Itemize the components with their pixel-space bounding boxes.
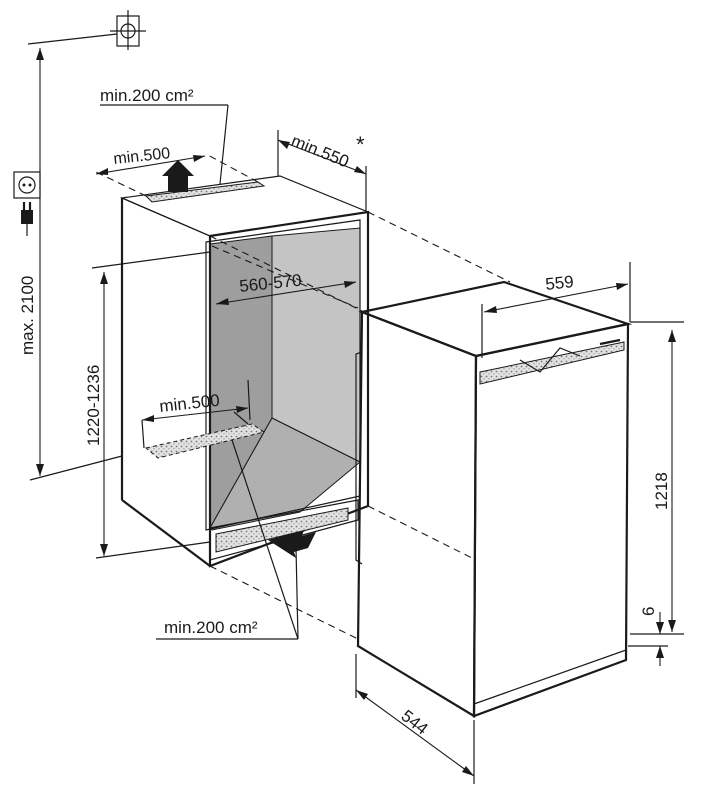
projection-guides	[209, 211, 511, 641]
top-opening-label: min.500	[113, 145, 171, 168]
max-height-dimension	[29, 48, 123, 481]
bottom-vent-arrow	[268, 530, 316, 558]
bottom-vent-grille	[215, 507, 349, 553]
plug-icon	[21, 202, 33, 236]
depth-clearance-label: min.550	[289, 131, 352, 171]
appliance-depth-label: 544	[398, 706, 432, 738]
bottom-vent-leader	[156, 439, 299, 640]
floor-vent-opening	[144, 423, 266, 459]
depth-clearance-dimension	[277, 130, 367, 212]
top-vent-grille	[144, 181, 266, 203]
appliance-height-dimension	[630, 321, 684, 635]
niche-height-dimension	[91, 251, 211, 559]
appliance-width-dimension	[481, 262, 631, 358]
ground-symbol-icon	[110, 10, 146, 50]
max-height-label: max. 2100	[18, 276, 37, 355]
appliance-depth-dimension	[355, 654, 475, 784]
niche-height-label: 1220-1236	[84, 365, 103, 446]
bottom-opening-dimension	[141, 379, 251, 449]
top-vent-arrow	[162, 160, 194, 192]
niche-cabinet	[119, 175, 371, 568]
socket-icon	[13, 171, 41, 199]
top-vent-leader	[100, 104, 229, 185]
appliance-body	[355, 280, 633, 718]
appliance-width-label: 559	[544, 272, 574, 294]
ceiling-reference-line	[27, 33, 118, 45]
top-opening-dimension	[95, 153, 259, 197]
base-gap-dimension	[628, 612, 668, 666]
niche-width-dimension	[211, 245, 359, 309]
bottom-vent-area-label: min.200 cm²	[164, 618, 258, 637]
appliance-height-label: 1218	[652, 472, 671, 510]
base-gap-label: 6	[639, 607, 658, 616]
top-vent-area-label: min.200 cm²	[100, 86, 194, 105]
depth-clearance-mark: *	[356, 132, 365, 157]
